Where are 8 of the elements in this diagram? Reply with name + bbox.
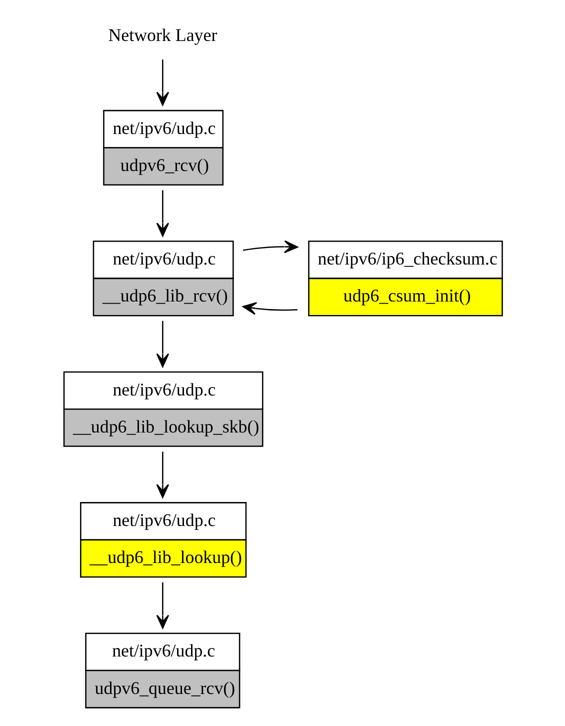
arrow bbox=[156, 190, 170, 237]
arrow bbox=[156, 60, 170, 106]
arrow bbox=[242, 302, 298, 315]
arrow bbox=[156, 320, 170, 368]
arrow bbox=[156, 452, 170, 498]
arrow bbox=[242, 240, 298, 254]
arrow bbox=[156, 582, 170, 629]
node-text: Network Layer bbox=[108, 24, 218, 45]
